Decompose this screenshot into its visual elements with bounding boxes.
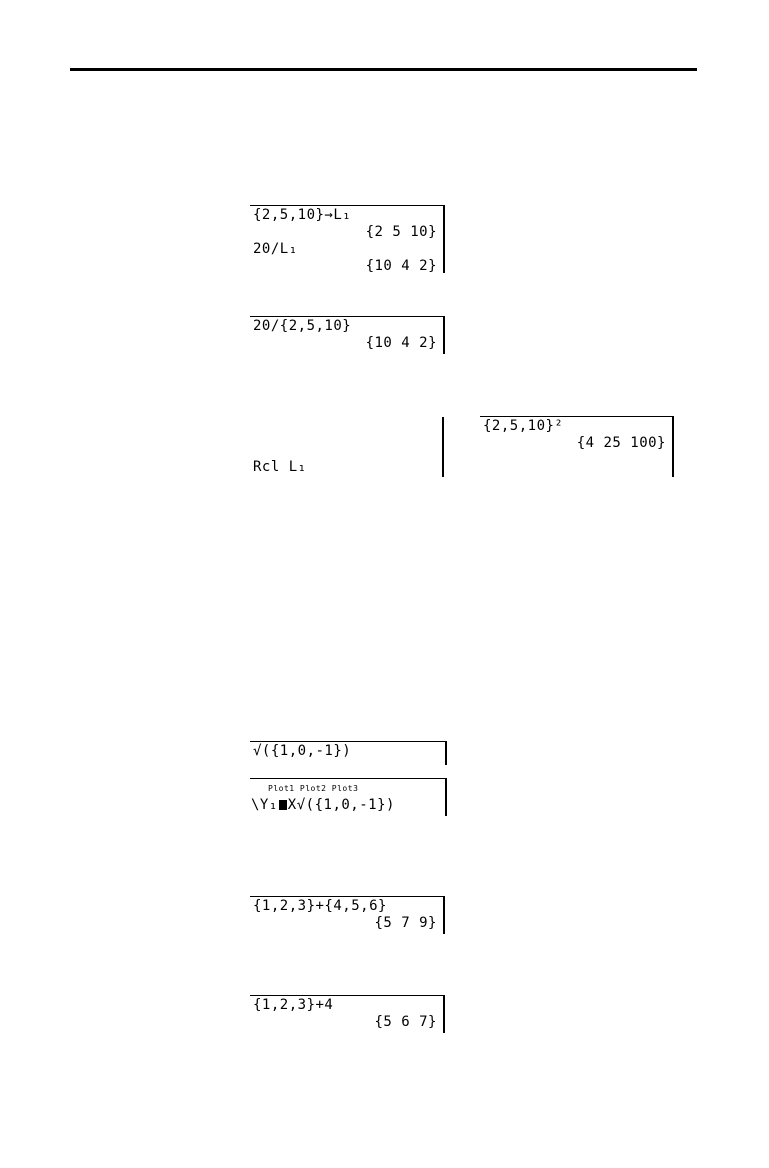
screen-result: {2 5 10} [366,224,437,240]
y-equation-prefix: \Y₁ [251,797,278,813]
top-rule [70,68,697,71]
screen-line: {2,5,10}→L₁ [253,207,351,223]
y-equation-body: X√({1,0,-1}) [288,797,395,813]
screen-edge [442,417,444,477]
screen-result: {5 7 9} [374,915,437,931]
plot-row: Plot1 Plot2 Plot3 [268,784,358,794]
calc-screen-store-list: {2,5,10}→L₁ {2 5 10} 20/L₁ {10 4 2} [250,205,445,273]
calc-screen-sqrt-list: √({1,0,-1}) [250,741,447,765]
calc-screen-add-scalar: {1,2,3}+4 {5 6 7} [250,995,445,1033]
rcl-prompt: Rcl L₁ [253,459,307,475]
calc-screen-y-editor: Plot1 Plot2 Plot3 \Y₁ X√({1,0,-1}) [250,778,447,816]
screen-line: {2,5,10}² [483,418,563,434]
screen-result: {4 25 100} [577,435,666,451]
screen-result: {10 4 2} [366,335,437,351]
screen-line: √({1,0,-1}) [253,743,351,759]
screen-line: 20/L₁ [253,241,298,257]
screen-result: {10 4 2} [366,258,437,274]
calc-screen-divide-list: 20/{2,5,10} {10 4 2} [250,316,445,354]
screen-line: {1,2,3}+4 [253,997,333,1013]
calc-screen-square-list: {2,5,10}² {4 25 100} [480,416,674,477]
y-equation: \Y₁ X√({1,0,-1}) [251,797,395,813]
calc-screen-add-lists: {1,2,3}+{4,5,6} {5 7 9} [250,896,445,934]
equals-highlight-icon [279,800,287,810]
screen-result: {5 6 7} [374,1014,437,1030]
screen-line: 20/{2,5,10} [253,318,351,334]
screen-line: {1,2,3}+{4,5,6} [253,898,387,914]
